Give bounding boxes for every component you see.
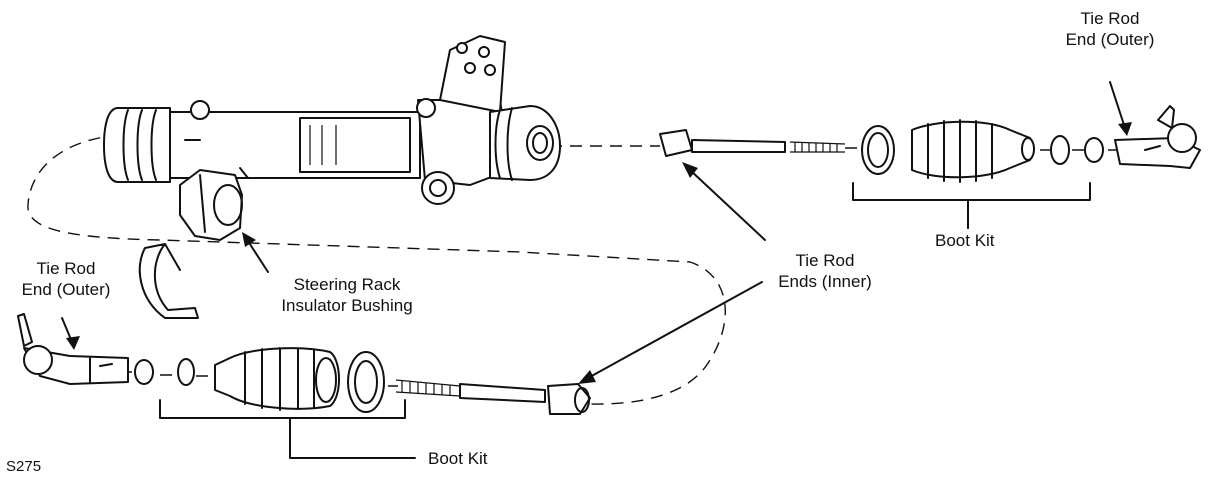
insulator-bushing-line2: Insulator Bushing <box>281 296 413 315</box>
tie-rod-end-outer-left-label: Tie Rod End (Outer) <box>6 258 126 300</box>
tie-rod-end-outer-left-line2: End (Outer) <box>21 280 111 299</box>
figure-code: S275 <box>6 458 42 475</box>
bushing-arrowhead <box>242 232 256 247</box>
tie-rod-ends-inner-line2: Ends (Inner) <box>778 272 872 291</box>
tie-rod-end-outer-right-line1: Tie Rod <box>1080 9 1140 28</box>
steering-rack-line1: Steering Rack <box>293 275 401 294</box>
right-outer-arrow-line <box>1109 81 1126 129</box>
outer-tie-rod-end-right <box>1114 105 1201 169</box>
insulator-bushing-upper <box>179 169 243 241</box>
inner-arrow-upper-line <box>689 169 766 241</box>
tie-rod-ends-inner-line1: Tie Rod <box>795 251 855 270</box>
tie-rod-end-outer-right-label: Tie Rod End (Outer) <box>1050 8 1170 50</box>
right-outer-arrowhead <box>1118 122 1132 136</box>
inner-arrow-lower-head <box>578 370 596 384</box>
inner-tie-rod-right <box>659 129 846 157</box>
insulator-bushing-lower <box>138 243 199 319</box>
boot-kit-left-parts <box>134 347 385 413</box>
tie-rod-end-outer-right-line2: End (Outer) <box>1065 30 1155 49</box>
boot-kit-left-bracket <box>159 399 416 459</box>
steering-rack-housing <box>103 35 561 205</box>
tie-rod-end-outer-left-line1: Tie Rod <box>36 259 96 278</box>
left-outer-arrowhead <box>66 336 80 350</box>
tie-rod-ends-inner-label: Tie Rod Ends (Inner) <box>760 250 890 292</box>
inner-tie-rod-left <box>395 379 591 415</box>
inner-arrow-lower-line <box>587 281 763 379</box>
steering-rack-insulator-bushing-label: Steering Rack Insulator Bushing <box>262 274 432 316</box>
boot-kit-right-label: Boot Kit <box>935 231 995 250</box>
boot-kit-right-parts <box>861 119 1104 229</box>
outer-tie-rod-end-left <box>17 313 129 385</box>
boot-kit-left-label: Boot Kit <box>428 449 488 468</box>
boot-kit-right-bracket <box>852 182 1091 229</box>
inner-arrow-upper-head <box>682 162 698 178</box>
